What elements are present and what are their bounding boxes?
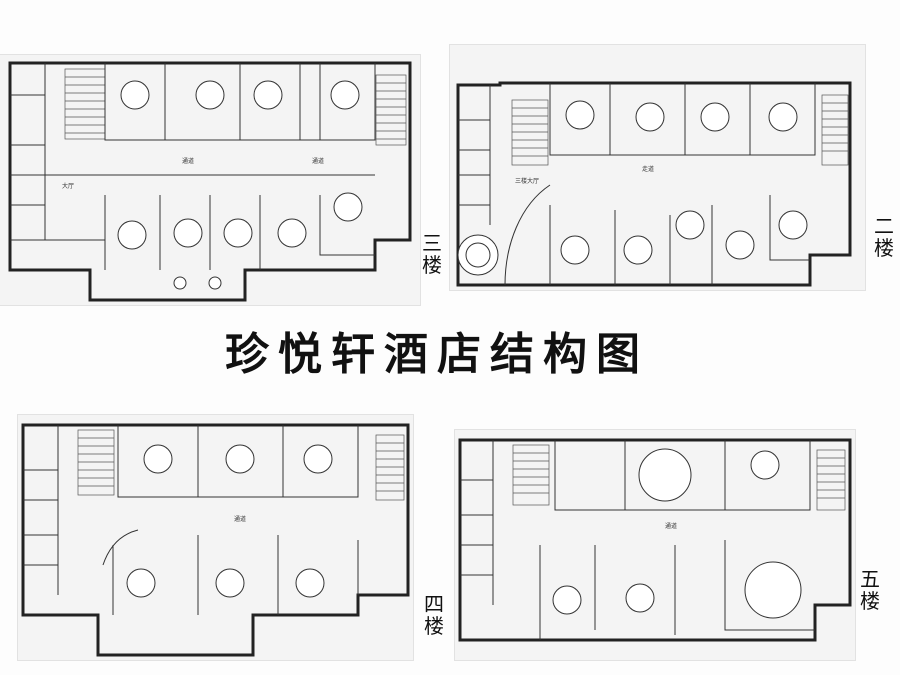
- floor-label-5f: 五楼: [860, 567, 880, 613]
- stair-5f-right: [816, 449, 846, 511]
- stair-5f-left: [512, 444, 550, 506]
- floorplan-4f: 通道: [18, 415, 413, 660]
- tables-3f: [117, 80, 363, 290]
- floorplan-2f: 走道 三楼大厅: [450, 45, 865, 290]
- stair-2f-left: [511, 99, 549, 166]
- floorplan-2f-drawing: 走道 三楼大厅: [456, 81, 852, 287]
- corridor-label-4f: 通道: [234, 515, 246, 523]
- tables-2f: [560, 100, 808, 265]
- floorplan-5f-drawing: 通道: [458, 438, 852, 642]
- stair-4f-right: [375, 434, 405, 501]
- floorplan-3f: 通道 通道 大厅: [0, 55, 420, 305]
- corridor-label-5f: 通道: [665, 522, 677, 530]
- floorplan-4f-drawing: 通道: [21, 423, 410, 657]
- stair-3f-left: [64, 68, 106, 140]
- stair-2f-right: [821, 94, 849, 166]
- diagram-title: 珍悦轩酒店结构图: [225, 329, 649, 380]
- tables-4f: [126, 444, 333, 598]
- stair-3f-right: [375, 74, 407, 146]
- floor-label-2f: 二楼: [874, 214, 894, 260]
- floor-label-3f: 三楼: [422, 231, 442, 277]
- hall-label-2f: 三楼大厅: [515, 177, 539, 185]
- floorplan-3f-drawing: 通道 通道 大厅: [8, 61, 412, 302]
- floorplan-5f: 通道: [455, 430, 855, 660]
- hall-label-3f: 大厅: [62, 182, 74, 190]
- corridor-label-3f-a: 通道: [182, 157, 194, 165]
- corridor-label-2f: 走道: [642, 165, 654, 173]
- floor-label-4f: 四楼: [424, 592, 444, 638]
- tables-5f: [552, 448, 802, 619]
- stair-4f-left: [77, 429, 115, 496]
- corridor-label-3f-b: 通道: [312, 157, 324, 165]
